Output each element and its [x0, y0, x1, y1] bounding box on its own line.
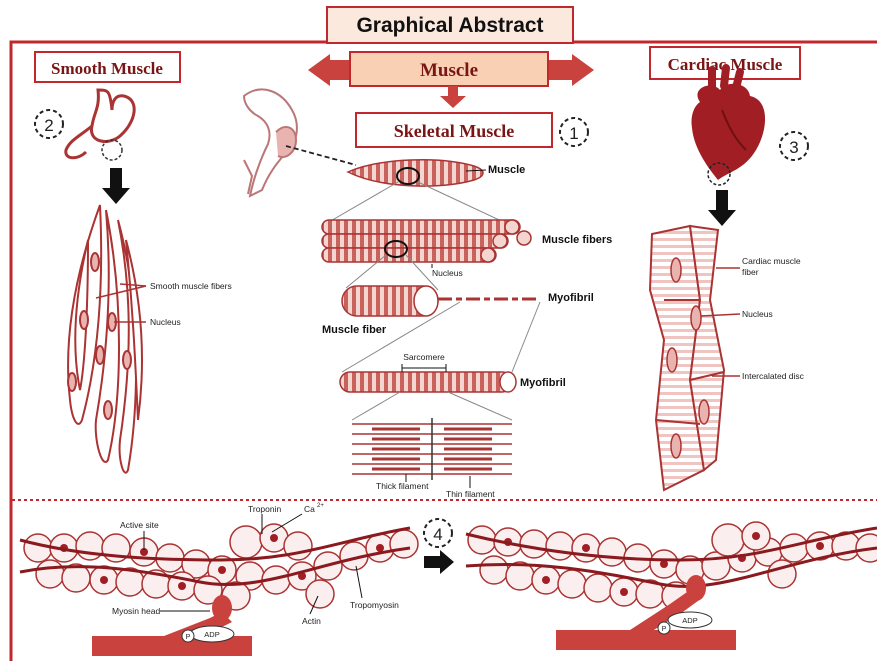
adp-right: ADP	[682, 616, 697, 625]
label-muscle-fiber: Muscle fiber	[322, 324, 387, 336]
leg-icon	[244, 89, 297, 196]
myofibril-cylinder	[340, 372, 516, 392]
cardiac-down-arrow	[708, 190, 736, 226]
cardiac-muscle-fibers	[650, 226, 724, 490]
p-right: P	[662, 626, 667, 633]
calcium-leader	[272, 514, 302, 532]
label-calcium-charge: 2+	[317, 503, 324, 509]
single-muscle-fiber	[342, 286, 538, 316]
stomach-zoom-circle	[102, 140, 122, 160]
left-arrow	[308, 54, 352, 86]
muscle-fibers-bundle	[322, 220, 531, 262]
cardiac-fiber-label-2: fiber	[742, 267, 759, 277]
smooth-fibers-label: Smooth muscle fibers	[150, 281, 232, 291]
label-active-site: Active site	[120, 520, 159, 530]
smooth-fibers-leader-1	[96, 286, 146, 298]
label-actin: Actin	[302, 616, 321, 626]
muscle-arrow-group: Muscle	[308, 52, 594, 108]
filament-zoom-left	[352, 392, 400, 420]
label-myofibril-bottom: Myofibril	[520, 377, 566, 389]
smooth-down-arrow	[102, 168, 130, 204]
label-nucleus: Nucleus	[432, 268, 463, 278]
label-thick-filament: Thick filament	[376, 481, 429, 491]
label-tropomyosin: Tropomyosin	[350, 600, 399, 610]
leg-zoom-line	[286, 146, 356, 165]
adp-left: ADP	[204, 630, 219, 639]
label-troponin: Troponin	[248, 504, 282, 514]
smooth-muscle-fibers	[68, 205, 142, 473]
step-4-arrow	[424, 550, 454, 574]
muscle-box-label: Muscle	[420, 60, 478, 81]
smooth-title: Smooth Muscle	[51, 59, 163, 78]
label-muscle: Muscle	[488, 164, 525, 176]
step-1-number: 1	[569, 124, 578, 143]
skeletal-box-label: Skeletal Muscle	[394, 121, 514, 141]
tropomyosin-leader	[356, 566, 362, 598]
filament-zoom-right	[448, 392, 512, 420]
p-left: P	[186, 634, 191, 641]
myofibril-zoom-right	[512, 302, 540, 372]
heart-icon	[691, 68, 765, 180]
step-4-number: 4	[433, 525, 442, 544]
smooth-nucleus-label: Nucleus	[150, 317, 181, 327]
label-sarcomere: Sarcomere	[403, 352, 445, 362]
title-text: Graphical Abstract	[356, 14, 543, 37]
label-calcium: Ca	[304, 504, 315, 514]
step-3-number: 3	[789, 138, 798, 157]
label-myofibril-top: Myofibril	[548, 292, 594, 304]
step-2-number: 2	[44, 116, 53, 135]
right-arrow	[548, 54, 594, 86]
stomach-icon	[66, 90, 134, 158]
myosin-left	[92, 595, 252, 656]
cardiac-disc-label: Intercalated disc	[742, 371, 805, 381]
cardiac-fiber-label-1: Cardiac muscle	[742, 256, 801, 266]
cardiac-nucleus-label: Nucleus	[742, 309, 773, 319]
label-thin-filament: Thin filament	[446, 489, 495, 499]
title-box: Graphical Abstract	[327, 7, 573, 43]
label-muscle-fibers: Muscle fibers	[542, 234, 612, 246]
label-myosin-head: Myosin head	[112, 606, 160, 616]
sarcomere-filaments	[352, 418, 512, 480]
down-arrow	[440, 86, 466, 108]
smooth-fibers-leader-2	[120, 284, 146, 286]
